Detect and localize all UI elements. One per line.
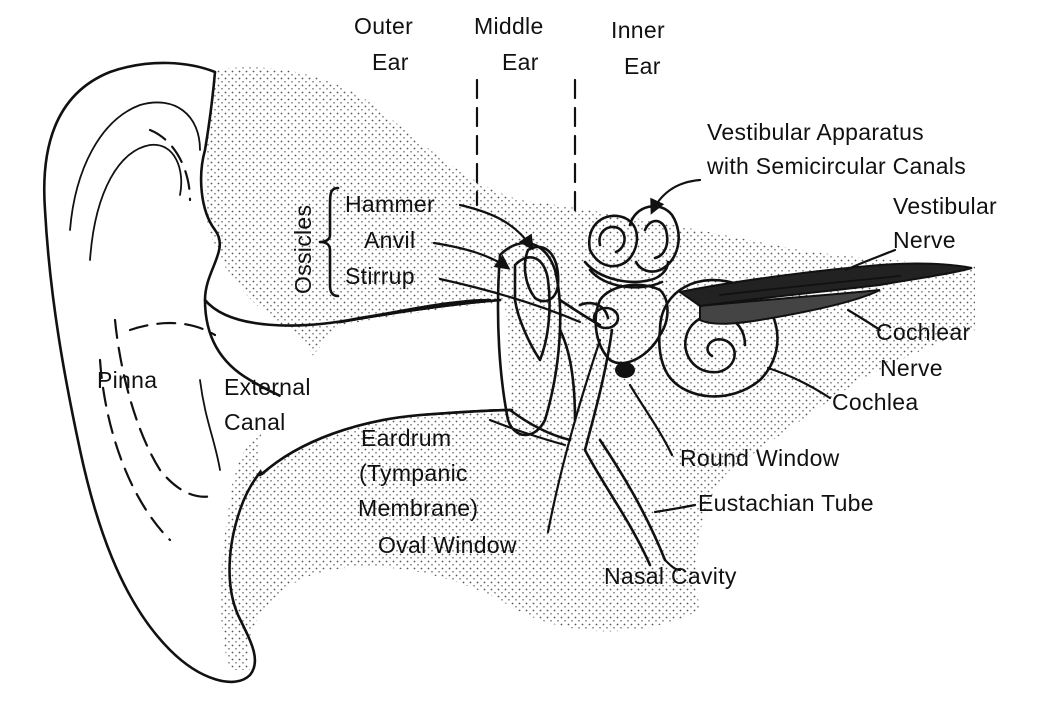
label-vestibular-nerve-line1: Vestibular bbox=[893, 193, 997, 219]
label-middle-ear-line1: Middle bbox=[474, 13, 544, 39]
label-ossicles: Ossicles bbox=[290, 205, 316, 294]
label-outer-ear-line2: Ear bbox=[372, 49, 409, 75]
label-inner-ear-line1: Inner bbox=[611, 17, 665, 43]
label-middle-ear-line2: Ear bbox=[502, 49, 539, 75]
label-oval-window: Oval Window bbox=[378, 532, 517, 558]
label-stirrup: Stirrup bbox=[345, 263, 415, 289]
label-cochlear-nerve-line1: Cochlear bbox=[876, 319, 970, 345]
label-eardrum-line1: Eardrum bbox=[361, 425, 451, 451]
label-vestibular-apparatus-line2: with Semicircular Canals bbox=[706, 153, 966, 179]
label-vestibular-nerve-line2: Nerve bbox=[893, 227, 956, 253]
label-nasal-cavity: Nasal Cavity bbox=[604, 563, 737, 589]
label-vestibular-apparatus-line1: Vestibular Apparatus bbox=[707, 119, 924, 145]
label-outer-ear-line1: Outer bbox=[354, 13, 413, 39]
label-external-canal-line1: External bbox=[224, 374, 311, 400]
label-cochlea: Cochlea bbox=[832, 389, 919, 415]
label-inner-ear-line2: Ear bbox=[624, 53, 661, 79]
label-eustachian-tube: Eustachian Tube bbox=[698, 490, 874, 516]
label-hammer: Hammer bbox=[345, 191, 435, 217]
label-cochlear-nerve-line2: Nerve bbox=[880, 355, 943, 381]
label-eardrum-line3: Membrane) bbox=[358, 495, 478, 521]
label-external-canal-line2: Canal bbox=[224, 409, 286, 435]
label-anvil: Anvil bbox=[364, 227, 415, 253]
label-pinna: Pinna bbox=[97, 367, 157, 393]
label-eardrum-line2: (Tympanic bbox=[359, 460, 468, 486]
label-round-window: Round Window bbox=[680, 445, 840, 471]
